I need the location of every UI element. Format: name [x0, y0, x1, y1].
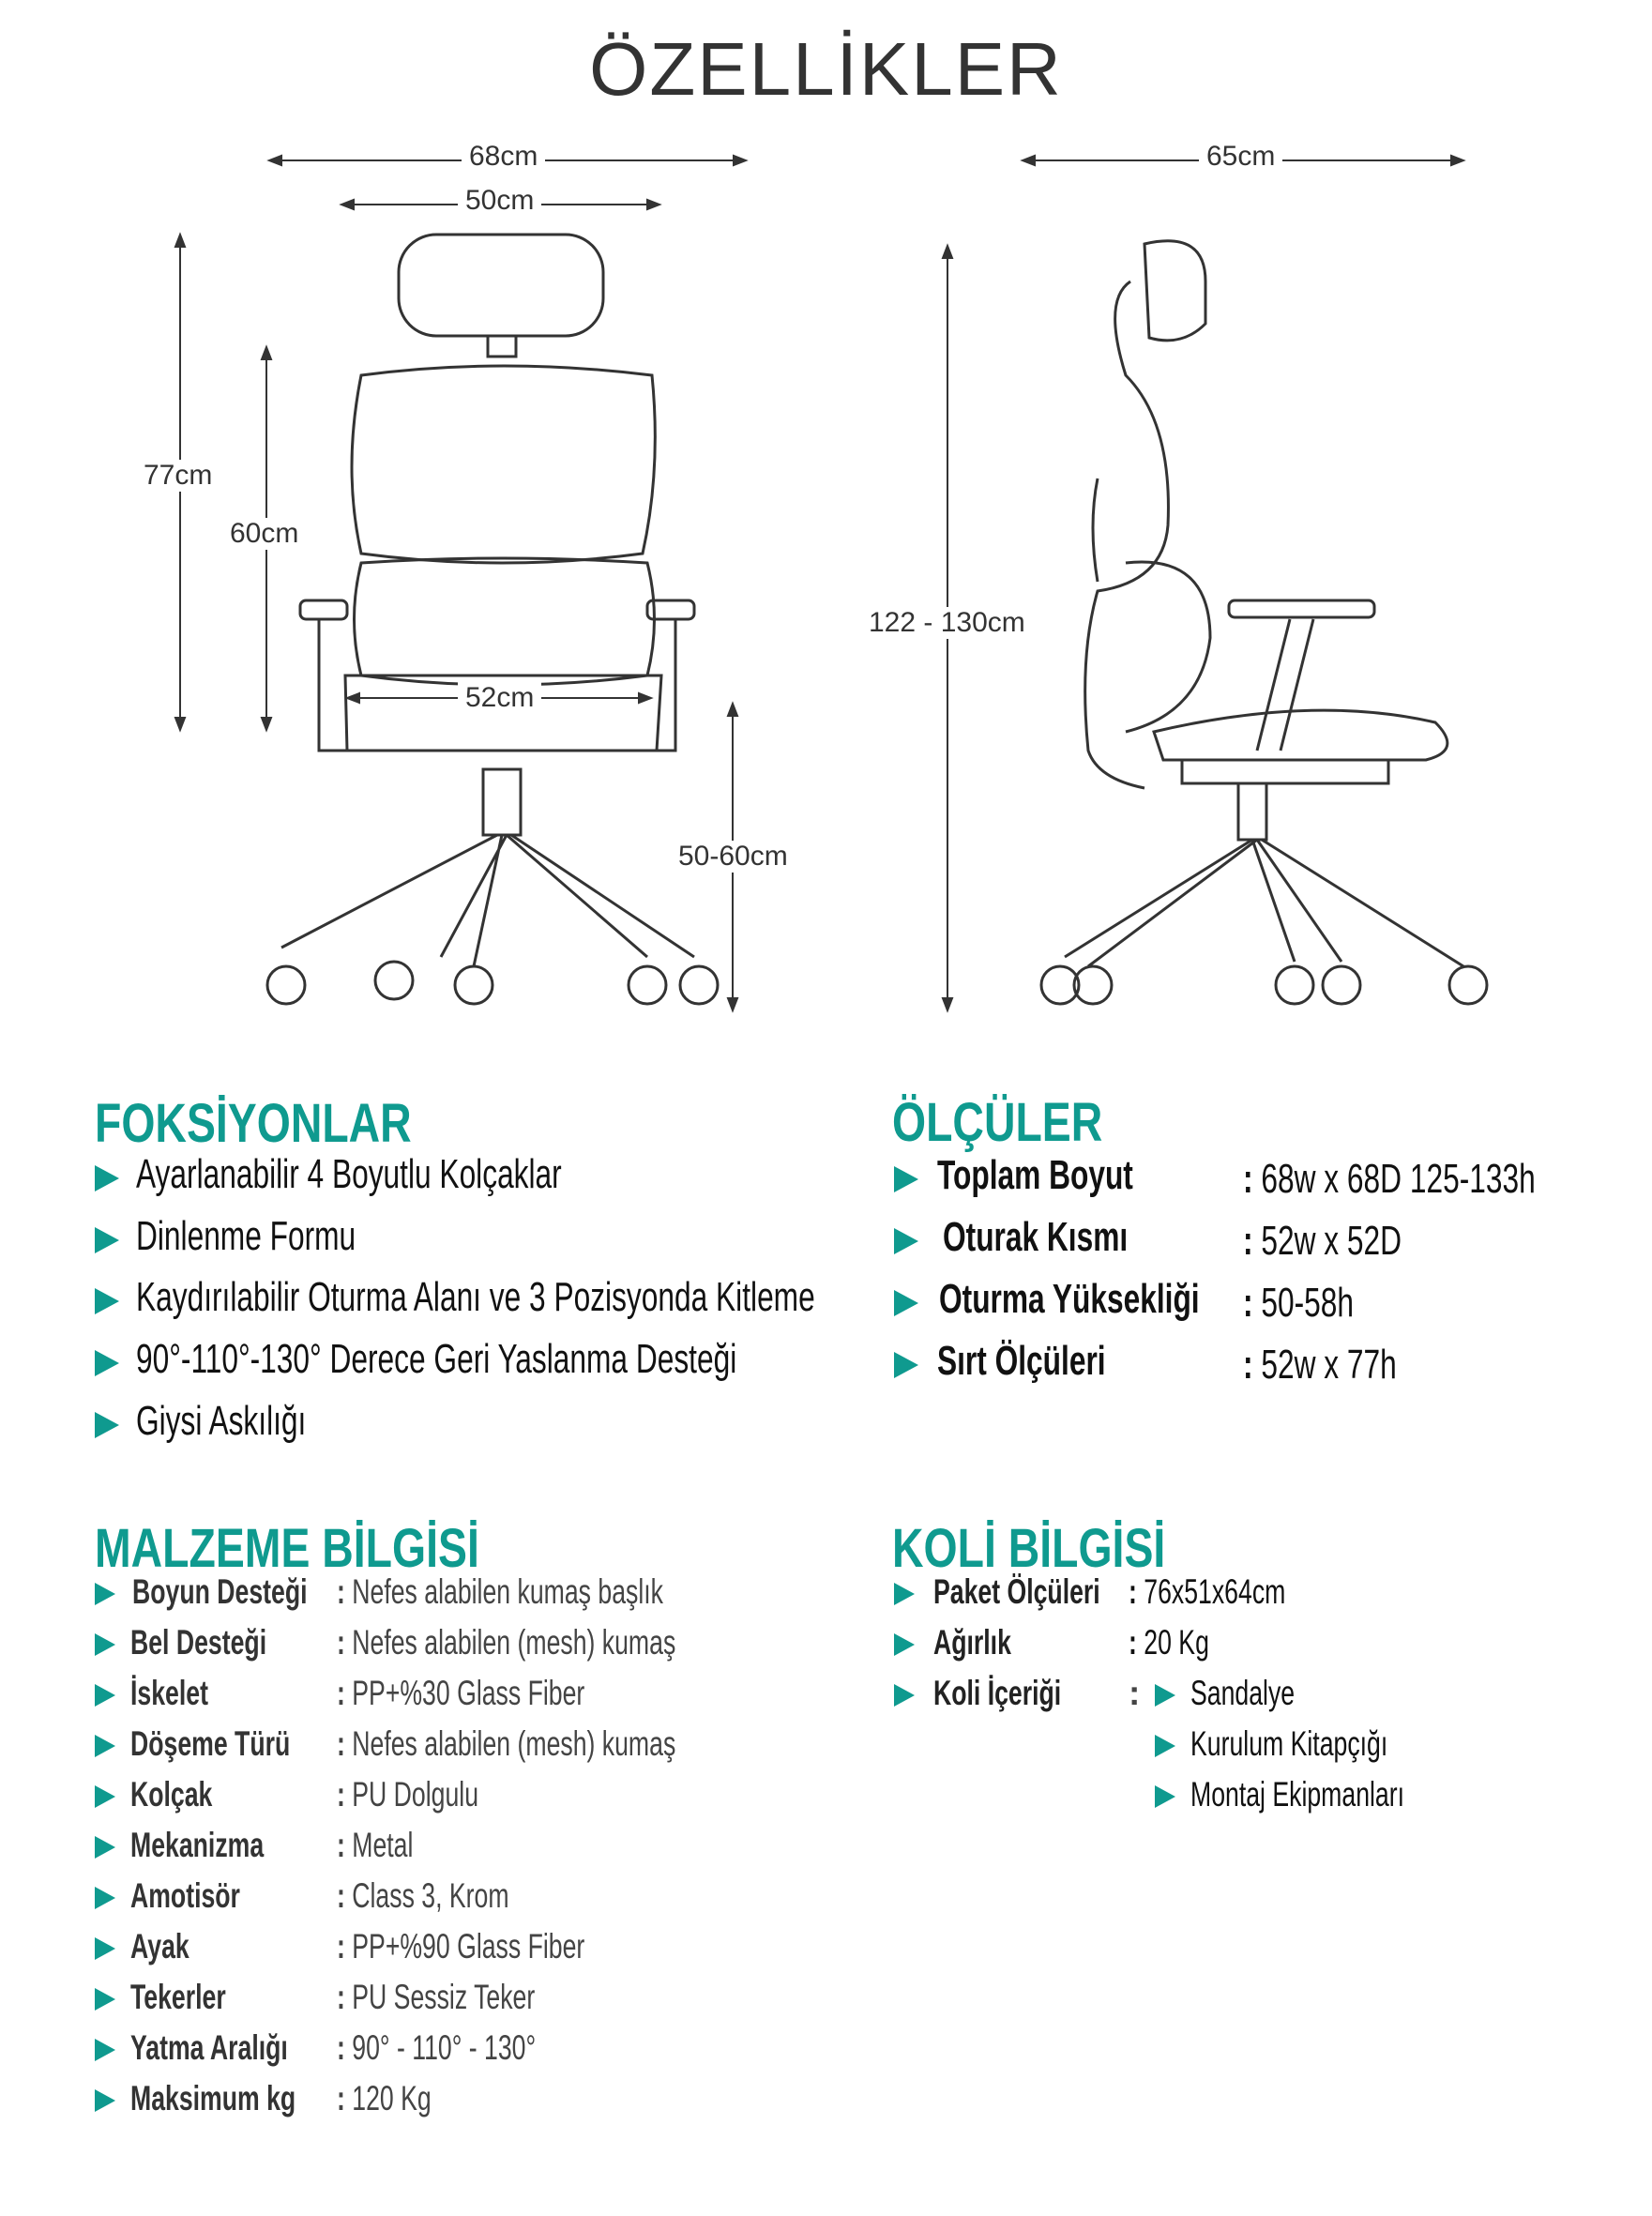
package-content-text: Sandalye: [1190, 1674, 1296, 1712]
package-content-text: Kurulum Kitapçığı: [1190, 1724, 1388, 1763]
material-label: Mekanizma: [130, 1826, 265, 1864]
material-label: Boyun Desteği: [132, 1572, 308, 1611]
side-chair-drawing: [1039, 239, 1489, 1006]
material-label: İskelet: [130, 1674, 208, 1712]
dimension-label: 60cm: [222, 518, 307, 550]
triangle-bullet-icon: [95, 1165, 119, 1191]
triangle-bullet-icon: [95, 1887, 115, 1909]
triangle-bullet-icon: [1155, 1785, 1175, 1808]
material-value: PP+%30 Glass Fiber: [352, 1674, 585, 1712]
material-value: Nefes alabilen (mesh) kumaş: [352, 1623, 676, 1662]
material-label: Döşeme Türü: [130, 1724, 291, 1763]
package-label: Paket Ölçüleri: [933, 1572, 1100, 1611]
features-heading: FOKSİYONLAR: [95, 1092, 491, 1155]
material-label: Maksimum kg: [130, 2079, 296, 2117]
triangle-bullet-icon: [95, 1785, 115, 1808]
material-value: Nefes alabilen (mesh) kumaş: [352, 1724, 676, 1763]
measurements-heading: ÖLÇÜLER: [892, 1091, 1155, 1154]
dimension-label: 77cm: [136, 460, 220, 492]
triangle-bullet-icon: [894, 1633, 915, 1656]
material-label: Ayak: [130, 1927, 189, 1966]
feature-text: Kaydırılabilir Oturma Alanı ve 3 Pozisyo…: [136, 1274, 815, 1320]
package-value: 20 Kg: [1144, 1623, 1209, 1662]
measurement-label: Toplam Boyut: [937, 1152, 1133, 1198]
measurement-row: Sırt Ölçüleri: 52w x 77h: [894, 1338, 1607, 1390]
measurement-row: Oturak Kısmı: 52w x 52D: [894, 1214, 1607, 1267]
feature-text: 90°-110°-130° Derece Geri Yaslanma Deste…: [136, 1336, 737, 1382]
measurement-row: Oturma Yüksekliği: 50-58h: [894, 1276, 1607, 1328]
front-chair-drawing: [265, 233, 720, 1006]
package-value: 76x51x64cm: [1144, 1572, 1286, 1611]
material-value: PP+%90 Glass Fiber: [352, 1927, 585, 1966]
dimension-label: 122 - 130cm: [861, 607, 1033, 639]
material-value: Nefes alabilen kumaş başlık: [352, 1572, 663, 1611]
material-label: Amotisör: [130, 1876, 240, 1915]
triangle-bullet-icon: [894, 1684, 915, 1707]
triangle-bullet-icon: [894, 1290, 918, 1316]
triangle-bullet-icon: [894, 1352, 918, 1378]
dimension-label: 65cm: [1199, 141, 1283, 173]
dimension-lines: [174, 154, 1466, 1013]
package-label: Koli İçeriği: [933, 1674, 1062, 1712]
triangle-bullet-icon: [894, 1228, 918, 1254]
triangle-bullet-icon: [95, 1227, 119, 1253]
measurement-value: 52w x 52D: [1261, 1218, 1402, 1264]
dimension-label: 68cm: [462, 141, 546, 173]
package-heading-text: KOLİ BİLGİSİ: [892, 1518, 1166, 1579]
triangle-bullet-icon: [95, 1836, 115, 1859]
features-heading-text: FOKSİYONLAR: [95, 1093, 412, 1154]
material-value: PU Dolgulu: [352, 1775, 479, 1814]
triangle-bullet-icon: [95, 1988, 115, 2011]
measurement-label: Oturma Yüksekliği: [939, 1276, 1200, 1322]
material-value: PU Sessiz Teker: [352, 1978, 536, 2016]
feature-text: Ayarlanabilir 4 Boyutlu Kolçaklar: [136, 1151, 562, 1197]
materials-heading-text: MALZEME BİLGİSİ: [95, 1518, 479, 1579]
triangle-bullet-icon: [95, 1684, 115, 1707]
material-label: Kolçak: [130, 1775, 213, 1814]
triangle-bullet-icon: [894, 1166, 918, 1192]
measurements-heading-text: ÖLÇÜLER: [892, 1092, 1103, 1153]
measurement-value: 50-58h: [1261, 1280, 1355, 1326]
triangle-bullet-icon: [95, 1583, 115, 1605]
measurement-label: Sırt Ölçüleri: [937, 1338, 1106, 1384]
triangle-bullet-icon: [1155, 1684, 1175, 1707]
triangle-bullet-icon: [95, 2039, 115, 2061]
package-content-text: Montaj Ekipmanları: [1190, 1775, 1405, 1814]
chair-diagrams: [174, 154, 1489, 1013]
material-value: 120 Kg: [352, 2079, 432, 2117]
triangle-bullet-icon: [95, 1735, 115, 1757]
materials-heading: MALZEME BİLGİSİ: [95, 1517, 575, 1580]
triangle-bullet-icon: [95, 1350, 119, 1376]
measurement-value: 52w x 77h: [1261, 1342, 1397, 1388]
triangle-bullet-icon: [95, 1937, 115, 1960]
material-label: Tekerler: [130, 1978, 226, 2016]
package-label: Ağırlık: [933, 1623, 1011, 1662]
material-value: 90° - 110° - 130°: [352, 2028, 537, 2067]
dimension-label: 50-60cm: [671, 841, 796, 873]
page-title: ÖZELLİKLER: [0, 26, 1652, 113]
dimension-label: 52cm: [458, 682, 542, 714]
triangle-bullet-icon: [95, 1633, 115, 1656]
dimension-label: 50cm: [458, 185, 542, 217]
package-heading: KOLİ BİLGİSİ: [892, 1517, 1234, 1580]
triangle-bullet-icon: [894, 1583, 915, 1605]
triangle-bullet-icon: [95, 2089, 115, 2112]
feature-text: Giysi Askılığı: [136, 1398, 307, 1444]
measurement-value: 68w x 68D 125-133h: [1261, 1156, 1536, 1202]
measurement-row: Toplam Boyut: 68w x 68D 125-133h: [894, 1152, 1607, 1205]
measurement-label: Oturak Kısmı: [943, 1214, 1129, 1260]
triangle-bullet-icon: [95, 1288, 119, 1314]
triangle-bullet-icon: [95, 1412, 119, 1438]
material-label: Bel Desteği: [130, 1623, 267, 1662]
material-value: Class 3, Krom: [352, 1876, 509, 1915]
material-label: Yatma Aralığı: [130, 2028, 288, 2067]
feature-text: Dinlenme Formu: [136, 1213, 356, 1259]
material-value: Metal: [352, 1826, 414, 1864]
triangle-bullet-icon: [1155, 1735, 1175, 1757]
page-title-text: ÖZELLİKLER: [589, 27, 1063, 111]
